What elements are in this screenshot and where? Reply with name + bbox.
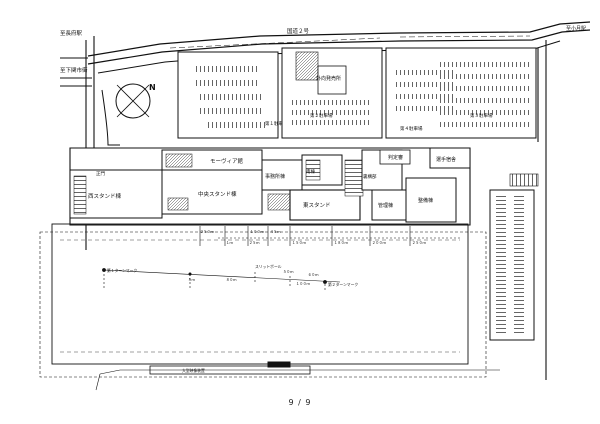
west-stand-label: 西スタンド棟: [88, 192, 122, 200]
rear-area-label: 裏構部: [363, 173, 377, 180]
station-direction-label: 至長府駅: [60, 29, 83, 37]
page-number: 9 / 9: [288, 398, 312, 407]
race-course: [39, 223, 487, 378]
marker-label-1: １ｍ: [226, 241, 233, 245]
east-parking: [489, 173, 539, 341]
marker-label-4: １８０ｍ: [334, 241, 348, 245]
parking-2-label: 第２駐車場: [310, 112, 333, 119]
south-building-label: 南棟: [306, 168, 315, 175]
parking-1: [177, 51, 279, 139]
parking-4-label: 第４駐車場: [400, 125, 423, 132]
parking-3-label: 第３駐車場: [470, 112, 493, 119]
parking-3: [385, 47, 537, 139]
maintenance-label: 整備棟: [418, 197, 433, 204]
distance-5-label: ５ｍ: [188, 278, 195, 282]
management-label: 管理棟: [378, 202, 393, 209]
north-label: N: [149, 83, 156, 92]
judge-label: 判定審: [388, 154, 403, 161]
distance-60-label: ６０ｍ: [308, 273, 319, 277]
turn-mark-2-label: 第２ターンマーク: [328, 282, 358, 287]
national-route-label: 国道２号: [287, 27, 310, 35]
marker-label-6: ２５０ｍ: [412, 241, 426, 245]
marker-label-3: １５０ｍ: [292, 241, 306, 245]
distance-50-label: ５０ｍ: [283, 270, 294, 274]
marker-label-9: ４５ｍ: [270, 230, 281, 234]
parking-1-label: 第１駐車場: [265, 120, 288, 127]
parking-2: [281, 47, 383, 139]
big-screen-area: [95, 361, 500, 391]
course-center-line: [102, 268, 341, 290]
marker-label-7: ２５０ｍ: [200, 230, 214, 234]
office-label: 事務所棟: [265, 173, 285, 180]
marker-label-8: １００ｍ: [250, 230, 264, 234]
central-stand-label: 中央スタンド棟: [198, 190, 237, 198]
distance-80-label: ８０ｍ: [226, 278, 237, 282]
big-screen-label: 大型映像装置: [182, 368, 205, 373]
north-arrow: N: [115, 83, 156, 119]
east-stand-label: 東スタンド: [303, 201, 331, 209]
outer-ticket-office-label: 外向発売所: [316, 75, 341, 82]
distance-100-label: １００ｍ: [296, 282, 310, 286]
slit-pole-label: スリットポール: [255, 264, 282, 269]
moovia-label: モーヴィア館: [210, 157, 244, 165]
player-lodging-label: 選手宿舎: [436, 156, 456, 163]
city-direction-label: 至下関市街: [60, 66, 88, 74]
kokura-direction-label: 至小月駅: [566, 25, 586, 32]
main-gate-label: 正門: [96, 171, 105, 177]
turn-mark-1-label: 第１ターンマーク: [107, 268, 137, 273]
distance-marker-row: [199, 226, 460, 246]
marker-label-5: ２００ｍ: [372, 241, 386, 245]
facility-complex: [69, 147, 471, 226]
marker-label-2: ２５ｍ: [249, 241, 260, 245]
access-road: [101, 89, 120, 146]
